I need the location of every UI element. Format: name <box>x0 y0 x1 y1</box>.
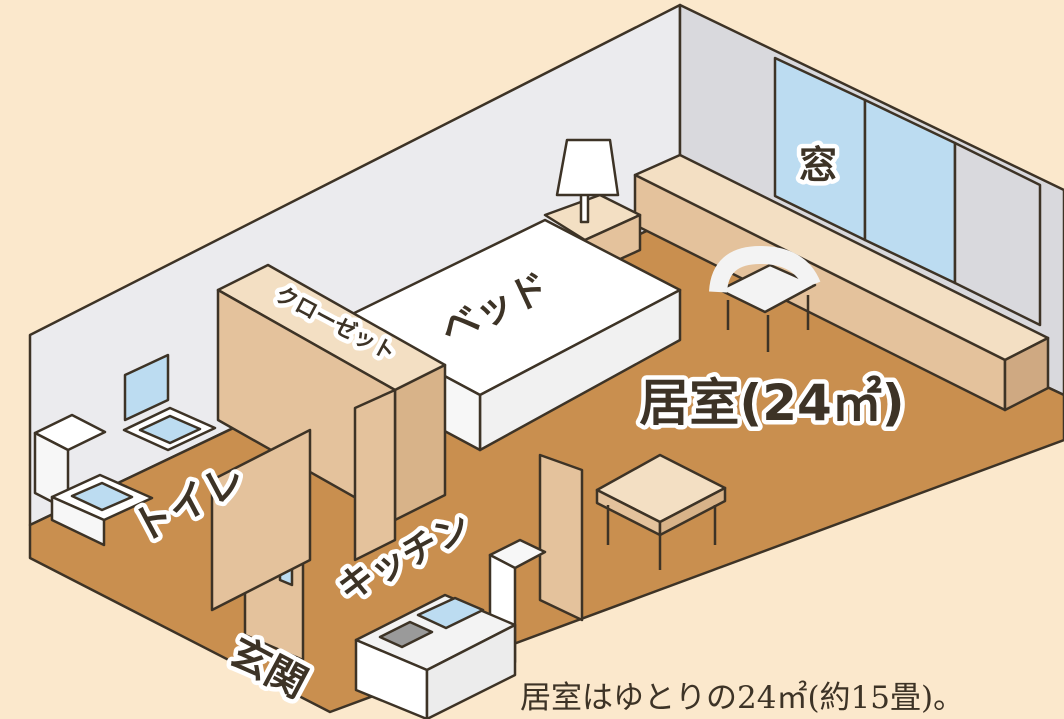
kitchen-sink <box>416 596 485 630</box>
closet-front <box>393 363 447 522</box>
living-room-label: 居室(24㎡) <box>639 374 904 432</box>
kitchen-stove <box>378 620 434 649</box>
toilet-partition <box>210 428 312 612</box>
chair-seat <box>718 263 817 314</box>
washbasin-bowl <box>138 414 202 445</box>
washbasin-mirror <box>123 353 170 422</box>
caption: 居室はゆとりの24㎡(約15畳)。 <box>520 680 965 716</box>
toilet-bowl <box>70 481 134 512</box>
window-pane-right <box>953 141 1042 327</box>
toilet-base <box>50 495 106 547</box>
kitchen-partition <box>538 453 584 622</box>
table-edge-right <box>658 486 727 537</box>
chair-back <box>709 246 821 293</box>
closet-door <box>353 388 397 562</box>
kitchen-counter-front <box>354 638 429 719</box>
window-label: 窓 <box>799 143 837 187</box>
lamp-shade <box>555 138 620 197</box>
shelf-side <box>1003 336 1050 412</box>
kitchen-counter-side <box>425 623 517 719</box>
